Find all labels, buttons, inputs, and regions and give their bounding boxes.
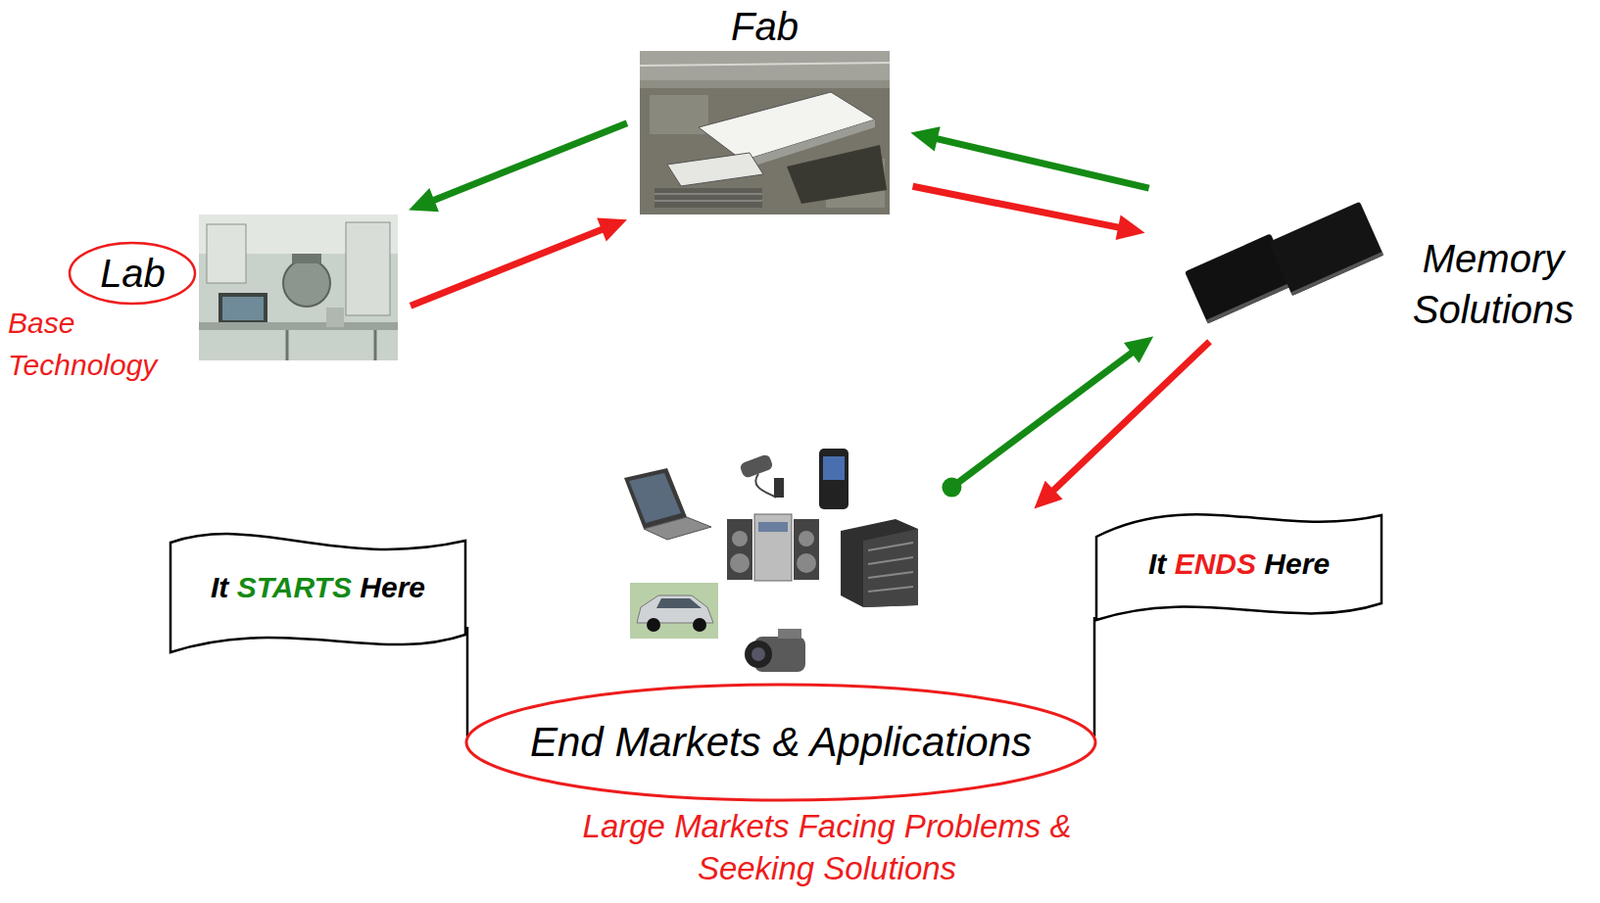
market-caption: Large Markets Facing Problems & Seeking … [581,805,1072,890]
memory-chips-photo: Memory Solutions [1173,193,1378,322]
flag-word: ENDS [1174,547,1257,582]
lab-title: Lab [69,242,196,304]
flag-word: It [210,571,229,605]
arrow-head [1115,214,1146,240]
fab-title: Fab [600,3,929,49]
arrow-shaft [913,186,1123,229]
flag-pole [1093,617,1097,737]
flow-arrow [410,217,628,306]
end-flag: ItENDSHere [1094,497,1384,640]
arrow-shaft [1051,341,1211,493]
end-markets-group: End Markets & ApplicationsLarge Markets … [464,448,1098,880]
arrow-shaft [410,228,606,306]
flag-word: Here [1263,547,1330,582]
flow-arrow [913,186,1146,241]
arrow-head [1033,481,1063,510]
arrow-head [408,188,439,212]
flag-pole [466,627,470,737]
arrow-head [596,217,628,242]
flag-word: Here [359,571,426,605]
arrow-shaft [933,138,1150,189]
flag-text: ItENDSHere [1094,497,1384,631]
arrow-shaft [430,123,628,202]
memory-solutions-title: Memory Solutions [1395,233,1592,336]
fab-photo: Fab [639,50,890,215]
base-technology-note: Base Technology [7,301,194,387]
lab-photo-illustration [198,214,398,361]
flow-arrow [408,123,628,213]
flag-text: ItSTARTSHere [168,519,468,657]
lab-photo: LabBase Technology [198,214,398,361]
arrow-head [910,126,940,151]
memory-chips-photo-illustration [1173,193,1378,322]
flow-arrow [910,126,1149,189]
flag-word: STARTS [237,571,352,605]
start-flag: ItSTARTSHere [168,519,468,667]
flag-word: It [1148,547,1166,582]
fab-photo-illustration [639,50,890,215]
arrow-tail-dot [941,478,962,498]
arrow-head [1123,337,1154,364]
flow-arrow [1033,341,1210,510]
end-markets-title: End Markets & Applications [493,683,1068,802]
flow-arrow [941,337,1154,498]
arrow-shaft [951,350,1135,488]
